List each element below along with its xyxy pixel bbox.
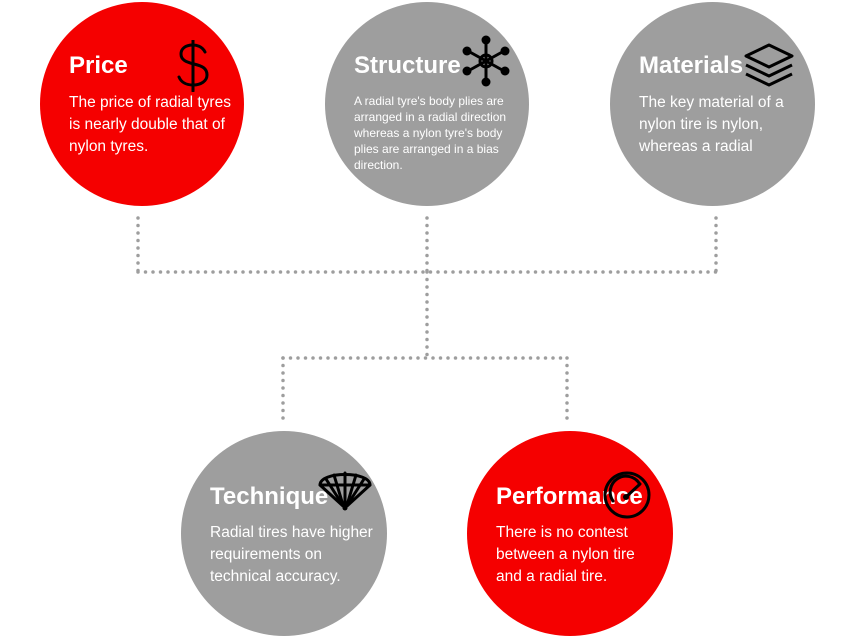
- price-node: Price The price of radial tyres is nearl…: [40, 2, 244, 206]
- materials-description: The key material of a nylon tire is nylo…: [639, 94, 784, 155]
- network-icon: [462, 35, 510, 87]
- price-description: The price of radial tyres is nearly doub…: [69, 94, 231, 155]
- performance-node: Performance There is no contest between …: [467, 431, 673, 636]
- structure-description: A radial tyre's body plies are arranged …: [354, 94, 507, 172]
- materials-node: Materials The key material of a nylon ti…: [610, 2, 815, 206]
- technique-node: Technique Radial tires have higher requi…: [181, 431, 387, 636]
- price-title: Price: [69, 52, 128, 79]
- performance-description: There is no contest between a nylon tire…: [496, 524, 635, 585]
- technique-description: Radial tires have higher requirements on…: [210, 524, 373, 585]
- fan-icon: [318, 471, 372, 511]
- gauge-icon: [603, 471, 651, 519]
- dollar-icon: [177, 40, 209, 92]
- structure-node: Structure A radial tyre's body plies are…: [325, 2, 529, 206]
- technique-title: Technique: [210, 483, 329, 510]
- layers-icon: [744, 43, 794, 87]
- materials-title: Materials: [639, 52, 744, 79]
- structure-title: Structure: [354, 52, 461, 79]
- performance-title: Performance: [496, 483, 643, 510]
